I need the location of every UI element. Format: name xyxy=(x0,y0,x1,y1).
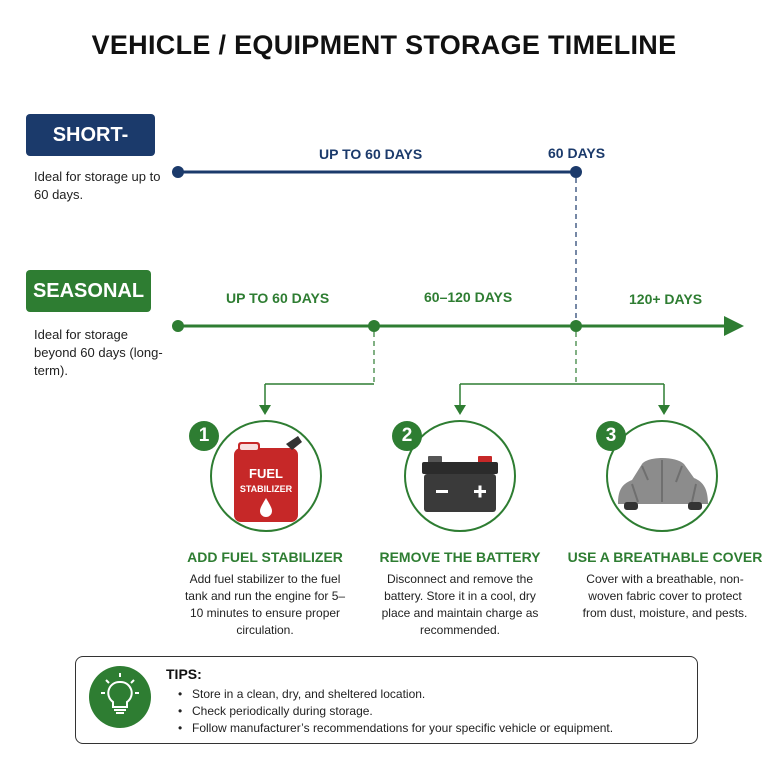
step3-arrowhead xyxy=(658,405,670,415)
seasonal-segment-label: 120+ DAYS xyxy=(629,291,703,307)
step2-title: REMOVE THE BATTERY xyxy=(379,549,541,565)
tips-heading: TIPS: xyxy=(166,666,202,682)
seasonal-description: Ideal for storage beyond 60 days (long-t… xyxy=(34,327,163,378)
short-term-start-dot xyxy=(172,166,184,178)
tips-list: Store in a clean, dry, and sheltered loc… xyxy=(178,686,613,737)
lightbulb-icon xyxy=(101,673,139,714)
covered-vehicle-icon xyxy=(618,458,708,510)
step3-title: USE A BREATHABLE COVER xyxy=(567,549,763,565)
seasonal-mid-dot xyxy=(368,320,380,332)
tip-item: Store in a clean, dry, and sheltered loc… xyxy=(178,686,613,703)
short-term-range-label: UP TO 60 DAYS xyxy=(319,146,423,162)
step2-number: 2 xyxy=(392,421,422,451)
step1-description: Add fuel stabilizer to the fuel tank and… xyxy=(184,572,346,637)
short-term-badge: SHORT-TERM xyxy=(26,114,155,188)
seasonal-segment-label: 60–120 DAYS xyxy=(424,289,513,305)
page-title: VEHICLE / EQUIPMENT STORAGE TIMELINE xyxy=(91,30,677,60)
step1-icon-circle: FUEL STABILIZER xyxy=(210,420,322,532)
fuel-icon-text-bottom: STABILIZER xyxy=(240,484,293,494)
step3-description: Cover with a breathable, non-woven fabri… xyxy=(582,572,748,620)
step2-description: Disconnect and remove the battery. Store… xyxy=(381,572,539,637)
fuel-icon-text-top: FUEL xyxy=(249,466,283,481)
battery-icon xyxy=(422,456,498,512)
tips-icon-circle xyxy=(89,666,151,728)
step2-icon-circle xyxy=(404,420,516,532)
seasonal-start-dot xyxy=(172,320,184,332)
step1-number: 1 xyxy=(189,421,219,451)
tip-item: Check periodically during storage. xyxy=(178,703,613,720)
short-term-end-dot xyxy=(570,166,582,178)
seasonal-segment-label: UP TO 60 DAYS xyxy=(226,290,330,306)
fuel-can-icon: FUEL STABILIZER xyxy=(234,436,302,522)
short-term-description: Ideal for storage up to 60 days. xyxy=(34,169,161,202)
seasonal-arrowhead xyxy=(724,316,744,336)
seasonal-sixty-dot xyxy=(570,320,582,332)
seasonal-badge: SEASONAL xyxy=(26,270,151,312)
step1-arrowhead xyxy=(259,405,271,415)
step3-number: 3 xyxy=(596,421,626,451)
tip-item: Follow manufacturer’s recommendations fo… xyxy=(178,720,613,737)
step2-arrowhead xyxy=(454,405,466,415)
step1-title: ADD FUEL STABILIZER xyxy=(187,549,343,565)
short-term-end-label: 60 DAYS xyxy=(548,145,606,161)
